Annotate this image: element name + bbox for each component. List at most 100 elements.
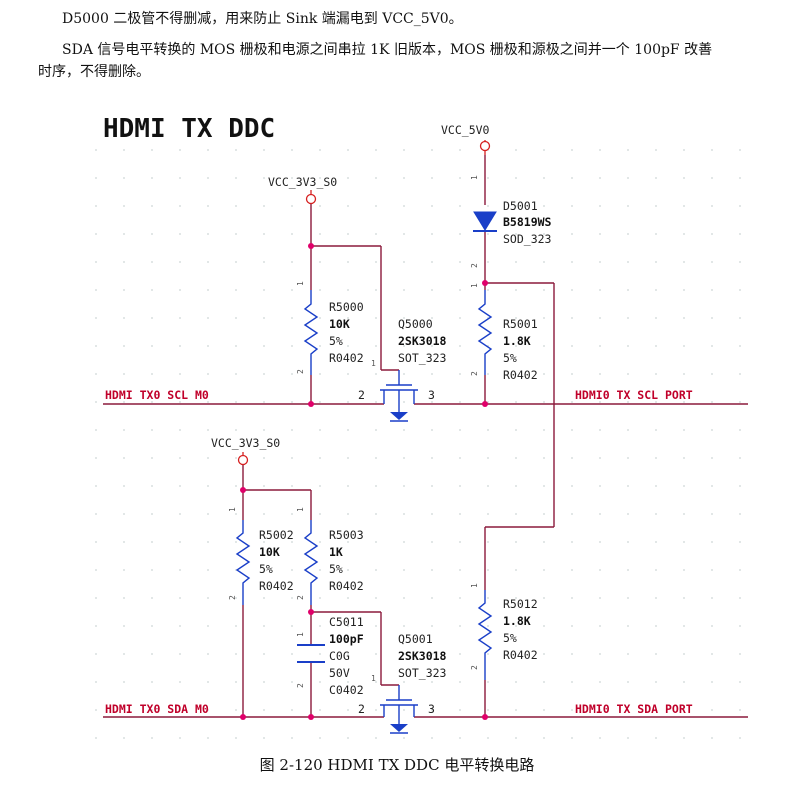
grid-dot bbox=[263, 681, 265, 683]
grid-dot bbox=[431, 345, 433, 347]
resistor-r5012-body bbox=[477, 590, 493, 680]
grid-dot bbox=[459, 653, 461, 655]
grid-dot bbox=[375, 709, 377, 711]
grid-dot bbox=[123, 233, 125, 235]
grid-dot bbox=[403, 457, 405, 459]
grid-dot bbox=[739, 149, 741, 151]
grid-dot bbox=[655, 261, 657, 263]
grid-dot bbox=[431, 289, 433, 291]
junction-sda-c5011 bbox=[308, 714, 314, 720]
grid-dot bbox=[347, 317, 349, 319]
grid-dot bbox=[431, 709, 433, 711]
grid-dot bbox=[711, 177, 713, 179]
grid-dot bbox=[403, 597, 405, 599]
grid-dot bbox=[291, 233, 293, 235]
grid-dot bbox=[403, 653, 405, 655]
grid-dot bbox=[655, 737, 657, 739]
grid-dot bbox=[627, 429, 629, 431]
grid-dot bbox=[543, 653, 545, 655]
grid-dot bbox=[207, 177, 209, 179]
resistor-r5002-body bbox=[235, 520, 251, 605]
grid-dot bbox=[263, 401, 265, 403]
grid-dot bbox=[571, 373, 573, 375]
grid-dot bbox=[683, 233, 685, 235]
grid-dot bbox=[291, 317, 293, 319]
r5002-value: 10K bbox=[259, 545, 280, 559]
junction-3v3-bottom bbox=[240, 487, 246, 493]
grid-dot bbox=[515, 457, 517, 459]
grid-dot bbox=[151, 429, 153, 431]
grid-dot bbox=[739, 457, 741, 459]
grid-dot bbox=[543, 345, 545, 347]
grid-dot bbox=[263, 289, 265, 291]
grid-dot bbox=[599, 401, 601, 403]
grid-dot bbox=[319, 177, 321, 179]
grid-dot bbox=[151, 177, 153, 179]
grid-dot bbox=[711, 205, 713, 207]
grid-dot bbox=[515, 149, 517, 151]
grid-dot bbox=[95, 317, 97, 319]
grid-dot bbox=[543, 149, 545, 151]
grid-dot bbox=[151, 625, 153, 627]
grid-dot bbox=[599, 457, 601, 459]
grid-dot bbox=[711, 737, 713, 739]
grid-dot bbox=[179, 429, 181, 431]
junction-sda-r5002 bbox=[240, 714, 246, 720]
grid-dot bbox=[375, 457, 377, 459]
grid-dot bbox=[151, 289, 153, 291]
grid-dot bbox=[739, 401, 741, 403]
grid-dot bbox=[319, 569, 321, 571]
grid-dot bbox=[515, 205, 517, 207]
grid-dot bbox=[235, 513, 237, 515]
junction-r5003-c5011 bbox=[308, 609, 314, 615]
grid-dot bbox=[319, 541, 321, 543]
grid-dot bbox=[543, 457, 545, 459]
power-label-3v3-top: VCC_3V3_S0 bbox=[268, 175, 337, 189]
grid-dot bbox=[123, 205, 125, 207]
grid-dot bbox=[459, 177, 461, 179]
mosfet-q5001 bbox=[380, 685, 418, 734]
grid-dot bbox=[599, 345, 601, 347]
grid-dot bbox=[151, 205, 153, 207]
grid-dot bbox=[347, 177, 349, 179]
grid-dot bbox=[515, 597, 517, 599]
r5012-pin2: 2 bbox=[470, 665, 479, 670]
grid-dot bbox=[95, 205, 97, 207]
grid-dot bbox=[655, 429, 657, 431]
junction-3v3-top bbox=[308, 243, 314, 249]
grid-dot bbox=[375, 513, 377, 515]
grid-dot bbox=[207, 401, 209, 403]
grid-dot bbox=[319, 457, 321, 459]
grid-dot bbox=[431, 569, 433, 571]
grid-dot bbox=[431, 429, 433, 431]
c5011-pin2: 2 bbox=[296, 683, 305, 688]
grid-dot bbox=[599, 205, 601, 207]
grid-dot bbox=[515, 429, 517, 431]
grid-dot bbox=[123, 709, 125, 711]
grid-dot bbox=[431, 681, 433, 683]
power-label-3v3-bottom: VCC_3V3_S0 bbox=[211, 436, 280, 450]
grid-dot bbox=[319, 317, 321, 319]
grid-dot bbox=[487, 177, 489, 179]
grid-dot bbox=[571, 653, 573, 655]
grid-dot bbox=[683, 737, 685, 739]
grid-dot bbox=[291, 653, 293, 655]
grid-dot bbox=[403, 149, 405, 151]
grid-dot bbox=[515, 569, 517, 571]
grid-dot bbox=[487, 457, 489, 459]
r5012-ref: R5012 bbox=[503, 597, 538, 611]
grid-dot bbox=[571, 457, 573, 459]
grid-dot bbox=[151, 597, 153, 599]
grid-dot bbox=[571, 513, 573, 515]
grid-dot bbox=[403, 317, 405, 319]
grid-dot bbox=[515, 653, 517, 655]
grid-dot bbox=[207, 205, 209, 207]
grid-dot bbox=[179, 569, 181, 571]
grid-dot bbox=[263, 513, 265, 515]
q5000-pin-gate: 1 bbox=[371, 359, 376, 368]
r5003-package: R0402 bbox=[329, 579, 364, 593]
r5012-tol: 5% bbox=[503, 631, 517, 645]
grid-dot bbox=[599, 485, 601, 487]
grid-dot bbox=[291, 457, 293, 459]
junction-scl-r5001 bbox=[482, 401, 488, 407]
